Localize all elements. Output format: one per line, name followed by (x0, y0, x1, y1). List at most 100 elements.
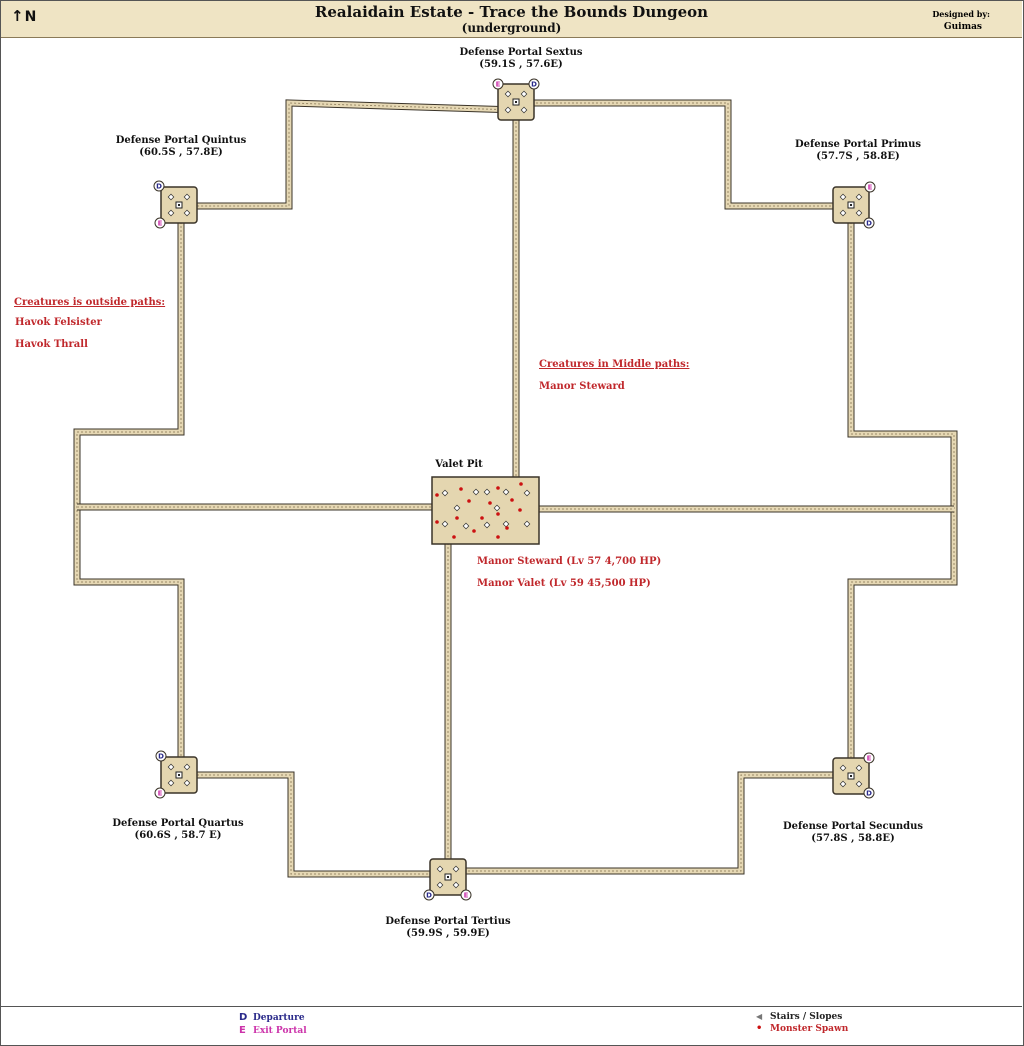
portal-sextus-coords: (59.1S , 57.6E) (479, 59, 563, 70)
pillar-icon (436, 881, 444, 889)
pillar-icon (441, 489, 449, 497)
pillar-icon (839, 780, 847, 788)
pillar-icon (855, 780, 863, 788)
departure-marker-letter: D (156, 183, 162, 191)
legend-exit-label: Exit Portal (253, 1026, 307, 1036)
monster-spawn-point (480, 516, 484, 520)
pillar-icon (167, 779, 175, 787)
pillar-icon (855, 209, 863, 217)
monster-spawn-point (496, 535, 500, 539)
monster-spawn-point (467, 499, 471, 503)
portal-room-sextus: DE (492, 78, 540, 121)
portal-center-dot (515, 101, 517, 103)
monster-spawn-point (510, 498, 514, 502)
legend-stairs-label: Stairs / Slopes (770, 1012, 843, 1022)
map-subtitle: (underground) (461, 21, 562, 35)
exit-portal-marker (154, 217, 166, 229)
pillar-icon (523, 520, 531, 528)
departure-marker-letter: D (866, 220, 872, 228)
legend-spawn: •Monster Spawn (756, 1023, 848, 1034)
pillar-icon (441, 520, 449, 528)
monster-spawn-point (519, 482, 523, 486)
pillar-icon (453, 504, 461, 512)
corridor-texture (76, 206, 182, 775)
departure-marker (153, 180, 165, 192)
pillar-icon (167, 763, 175, 771)
stairs-icon: ◀ (756, 1012, 763, 1021)
designed-by-label: Designed by: (932, 9, 990, 19)
monster-spawn-point (435, 493, 439, 497)
portal-quartus-name: Defense Portal Quartus (112, 818, 244, 829)
departure-marker (155, 750, 167, 762)
monster-spawn-point (472, 529, 476, 533)
pillar-icon (839, 764, 847, 772)
departure-marker-letter: D (866, 790, 872, 798)
portal-center-dot (850, 775, 852, 777)
departure-marker-letter: D (158, 753, 164, 761)
exit-portal-marker (460, 889, 472, 901)
portal-tertius-coords: (59.9S , 59.9E) (406, 928, 490, 939)
north-label: N (24, 9, 37, 25)
monster-spawn-point (488, 501, 492, 505)
portal-secundus-name: Defense Portal Secundus (782, 821, 924, 832)
pillar-icon (520, 106, 528, 114)
pillar-icon (462, 522, 470, 530)
corridor-texture (181, 102, 517, 207)
outside-creature-1: Havok Felsister (15, 317, 102, 328)
valet-pit-label: Valet Pit (435, 459, 483, 470)
pillar-icon (167, 193, 175, 201)
departure-marker (528, 78, 540, 90)
corridor-fill (848, 206, 957, 775)
portal-quintus-label: Defense Portal Quintus (60.5S , 57.8E) (116, 135, 247, 159)
corridors (73, 99, 958, 878)
north-arrow-icon: ↑ (11, 7, 24, 25)
pillar-icon (436, 865, 444, 873)
departure-icon: D (239, 1012, 248, 1023)
monster-spawn-point (496, 486, 500, 490)
pillar-icon (493, 504, 501, 512)
pillar-icon (523, 489, 531, 497)
pillar-icon (855, 764, 863, 772)
portal-center-dot (850, 204, 852, 206)
outside-creatures-title: Creatures is outside paths: (14, 297, 166, 308)
departure-marker (863, 787, 875, 799)
middle-creature-1: Manor Steward (539, 381, 625, 392)
legend-spawn-label: Monster Spawn (770, 1024, 849, 1034)
pillar-icon (839, 193, 847, 201)
pillar-icon (452, 865, 460, 873)
portal-quartus-label: Defense Portal Quartus (60.6S , 58.7 E) (112, 818, 243, 842)
pillar-icon (504, 90, 512, 98)
map-title: Realaidain Estate - Trace the Bounds Dun… (314, 3, 709, 21)
portal-primus-coords: (57.7S , 58.8E) (816, 151, 900, 162)
exit-portal-marker-letter: E (158, 220, 163, 228)
portal-secundus-label: Defense Portal Secundus (57.8S , 58.8E) (783, 821, 923, 845)
exit-portal-marker-letter: E (158, 790, 163, 798)
portal-room-secundus: DE (832, 752, 875, 799)
monster-spawn-point (496, 512, 500, 516)
designer-name: Guimas (943, 22, 982, 32)
departure-marker-letter: D (426, 892, 432, 900)
boss-line-1: Manor Steward (Lv 57 4,700 HP) (477, 556, 662, 567)
portal-tertius-name: Defense Portal Tertius (385, 916, 511, 927)
exit-portal-marker (863, 752, 875, 764)
corridor-texture (516, 102, 851, 207)
departure-marker-letter: D (531, 81, 537, 89)
portal-room-quartus: DE (154, 750, 198, 799)
corridor-texture (448, 774, 851, 872)
pillar-icon (483, 488, 491, 496)
outside-creature-2: Havok Thrall (15, 339, 88, 350)
portal-quartus-coords: (60.6S , 58.7 E) (134, 830, 222, 841)
pillar-icon (472, 488, 480, 496)
pillar-icon (483, 521, 491, 529)
pillar-icon (183, 193, 191, 201)
middle-creatures-title: Creatures in Middle paths: (539, 359, 690, 370)
monster-spawn-point (459, 487, 463, 491)
legend-departure-label: Departure (253, 1013, 305, 1023)
pillar-icon (855, 193, 863, 201)
exit-portal-marker-letter: E (464, 892, 469, 900)
boss-line-2: Manor Valet (Lv 59 45,500 HP) (477, 578, 651, 589)
